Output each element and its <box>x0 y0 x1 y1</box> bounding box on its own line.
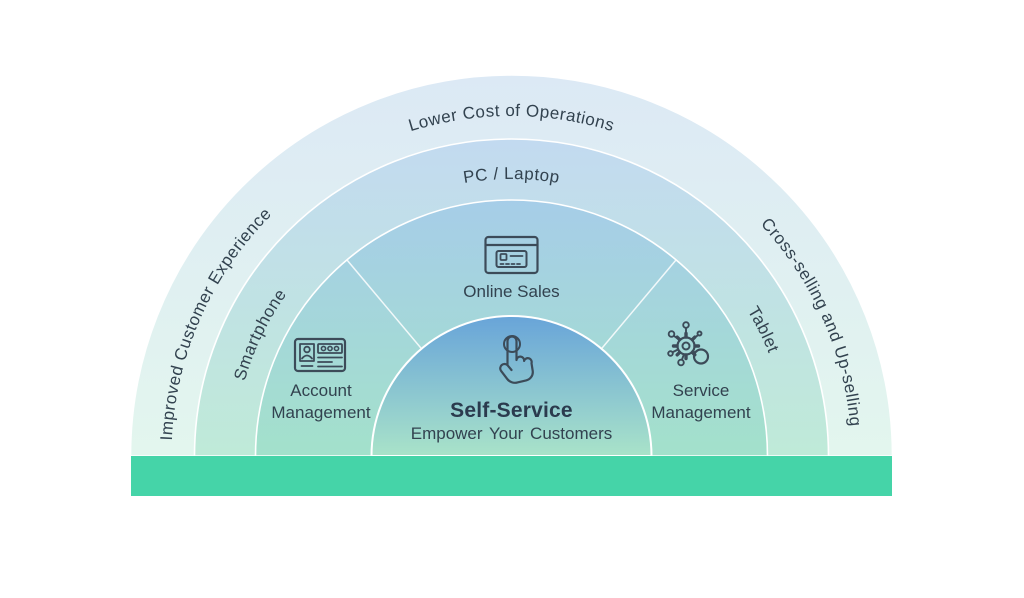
service-label-line2: Management <box>651 403 751 422</box>
segment-labels: Online Sales Account Management Service … <box>271 282 751 443</box>
baseline-bar <box>131 456 892 496</box>
online-sales-label: Online Sales <box>463 282 559 301</box>
online-sales-browser-icon <box>484 235 539 275</box>
account-card-icon <box>293 337 347 373</box>
function-ring-divider-right <box>601 259 677 349</box>
account-label-line1: Account <box>290 381 352 400</box>
service-gear-network-icon <box>667 321 710 367</box>
center-circle <box>370 315 653 457</box>
service-label-line1: Service <box>673 381 730 400</box>
device-label-pc-laptop: PC / Laptop <box>462 164 561 187</box>
function-ring-divider-left <box>346 259 422 349</box>
account-label-line2: Management <box>271 403 371 422</box>
icons <box>293 235 710 384</box>
center-title: Self-Service <box>450 399 573 422</box>
tap-hand-icon <box>499 335 534 384</box>
center-subtitle: Empower Your Customers <box>411 424 612 443</box>
